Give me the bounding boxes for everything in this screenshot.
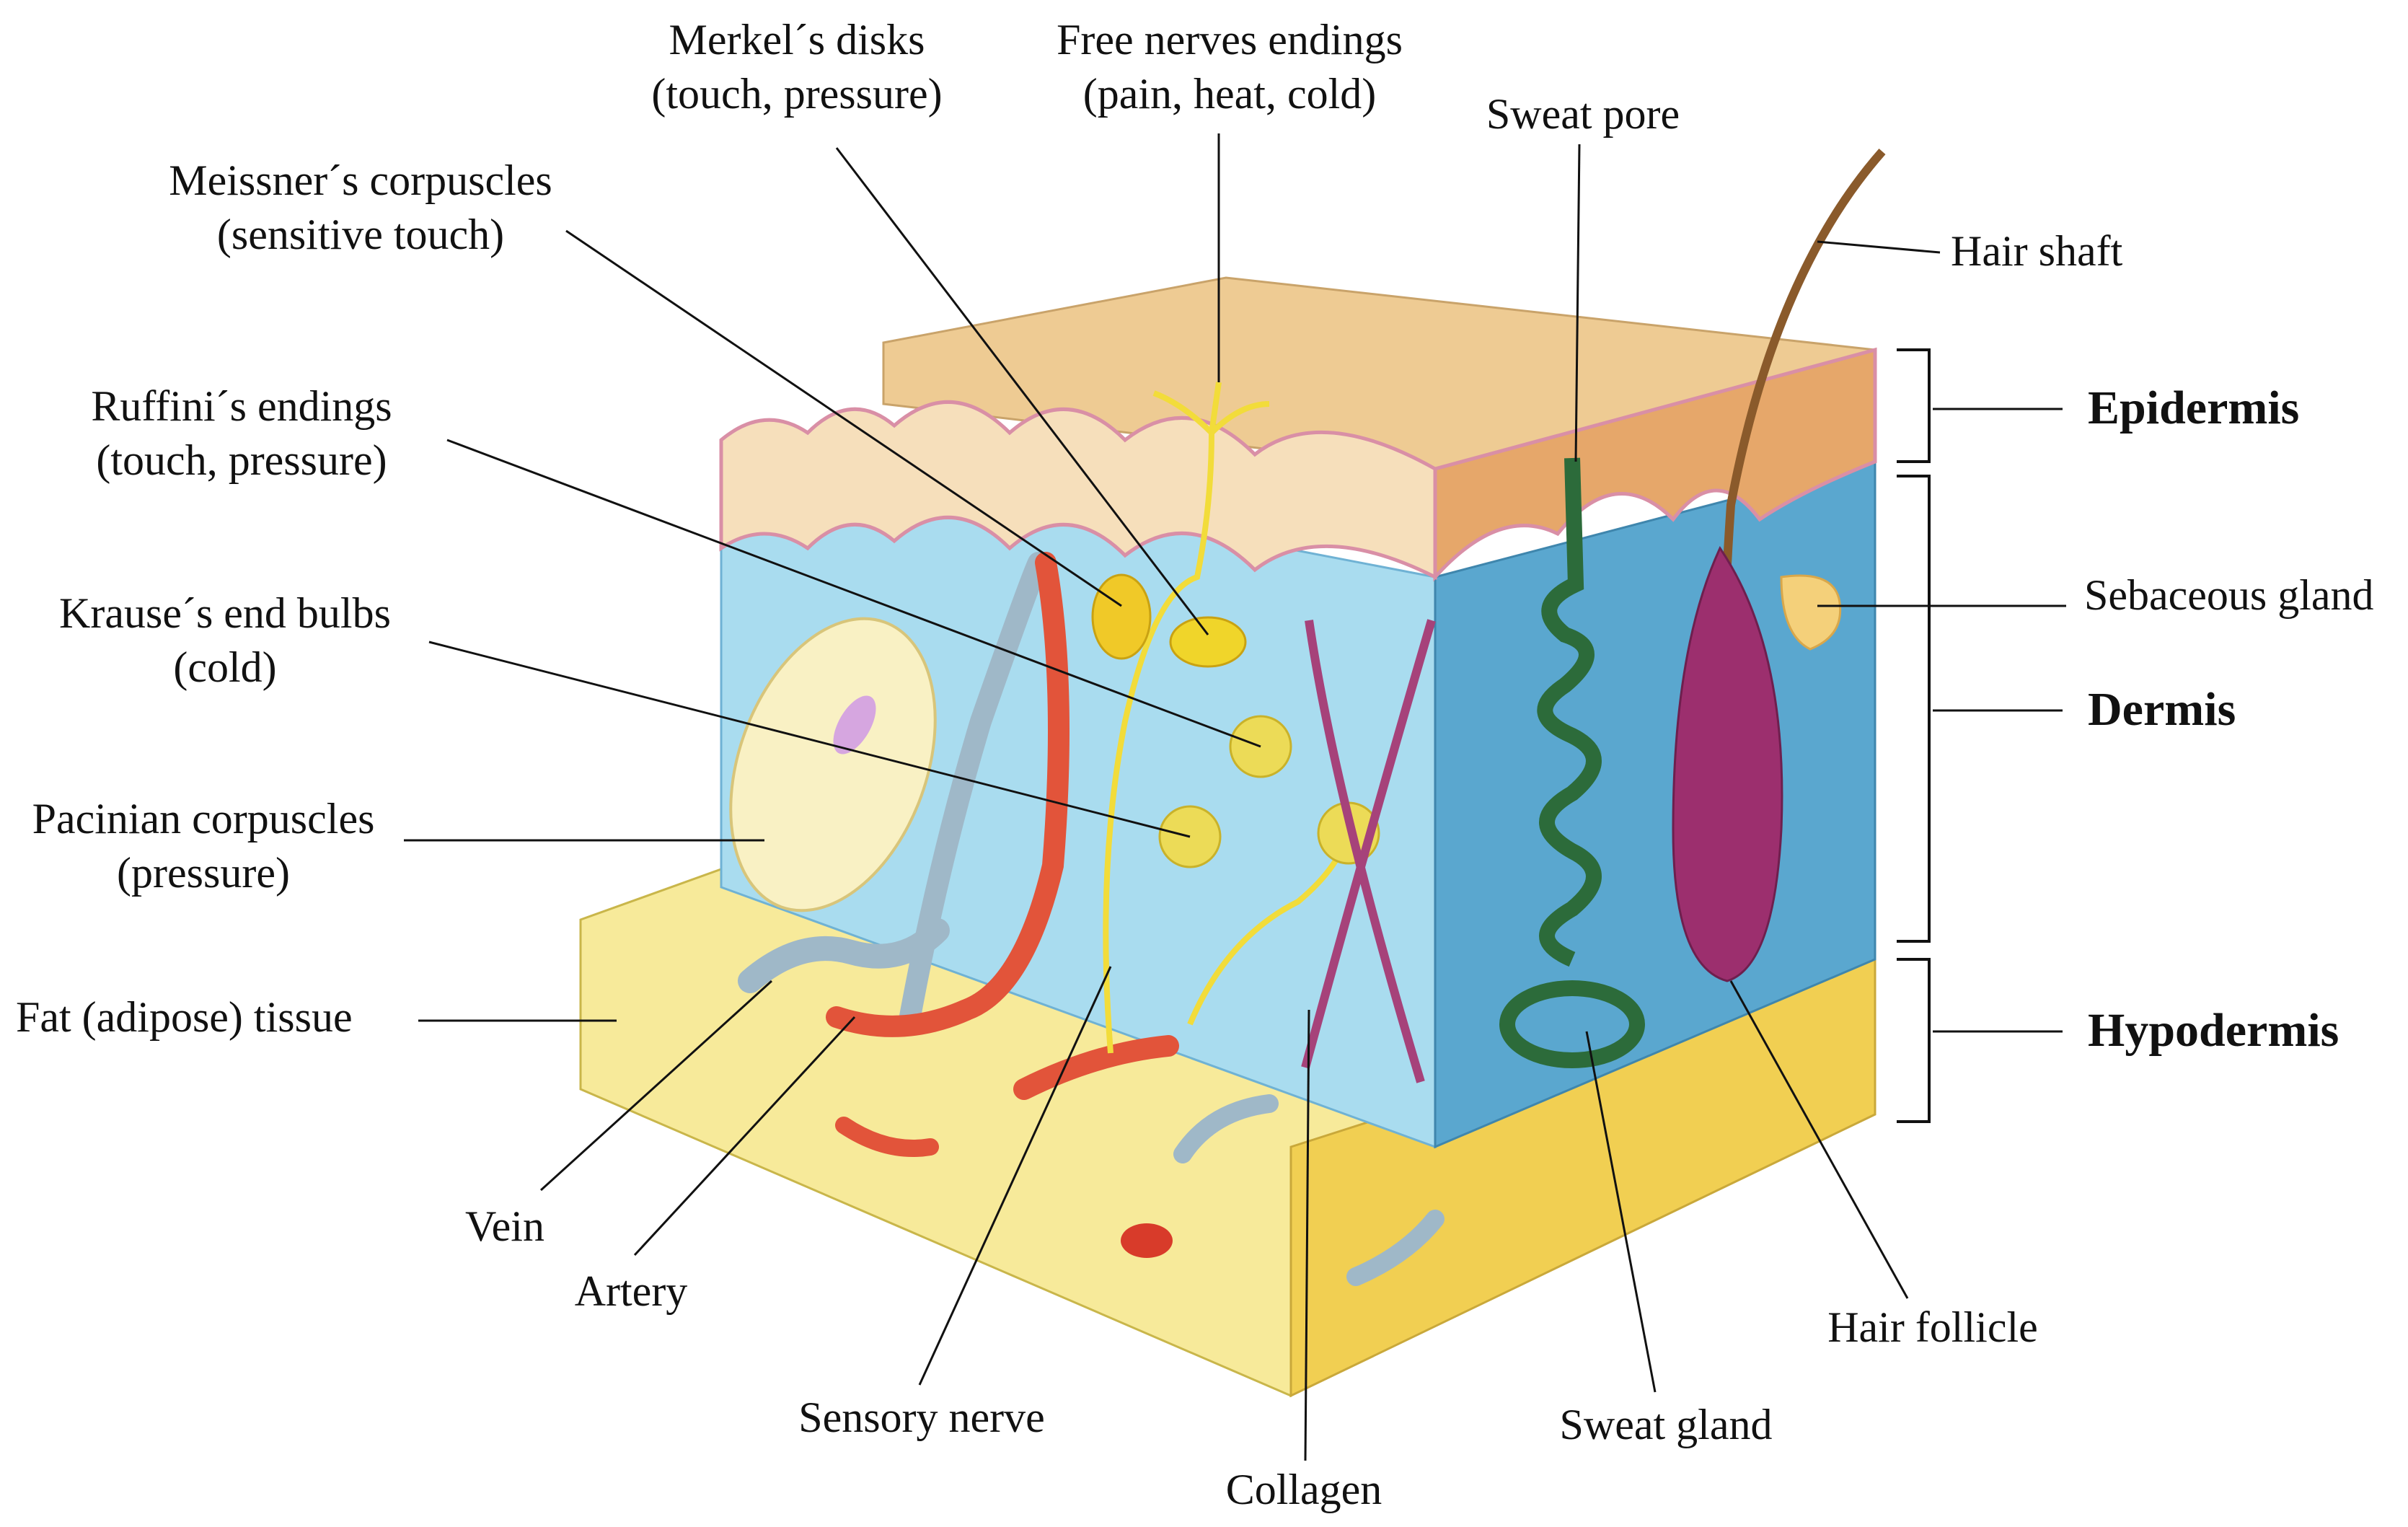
pacinian-core — [833, 695, 876, 754]
leader-sweat-gland — [1585, 1031, 1657, 1393]
diagram-labels: Merkel´s disks (touch, pressure) Free ne… — [16, 16, 2374, 1513]
leader-krause — [428, 641, 1191, 838]
label-hypodermis: Hypodermis — [2088, 1004, 2339, 1057]
artery-vessel — [826, 552, 1070, 1037]
label-pacinian-line2: (pressure) — [117, 849, 290, 897]
sweat-gland-coil — [1499, 980, 1645, 1068]
label-vein: Vein — [465, 1202, 544, 1250]
collagen-fiber — [1305, 620, 1425, 1083]
label-artery: Artery — [575, 1267, 688, 1315]
label-collagen: Collagen — [1226, 1466, 1382, 1513]
label-meissner-line1: Meissner´s corpuscles — [169, 157, 552, 204]
label-ruffini-line1: Ruffini´s endings — [91, 382, 392, 430]
label-fat-tissue: Fat (adipose) tissue — [16, 993, 353, 1041]
merkel-disk — [1169, 616, 1247, 668]
bracket-hypodermis — [1897, 958, 1931, 1123]
label-epidermis: Epidermis — [2088, 382, 2299, 434]
label-pacinian-line1: Pacinian corpuscles — [32, 795, 375, 842]
bracket-dermis — [1897, 475, 1931, 943]
free-nerve-ending — [1152, 382, 1270, 435]
leader-hair-shaft — [1817, 240, 1941, 254]
meissner-corpuscle — [1091, 573, 1152, 660]
layer-brackets — [1897, 348, 2063, 1123]
leader-sensory-nerve — [918, 966, 1112, 1386]
leader-collagen — [1304, 1009, 1310, 1461]
leader-meissner — [565, 229, 1122, 607]
skin-block-illustration — [579, 149, 1886, 1398]
label-merkel-line1: Merkel´s disks — [669, 16, 925, 63]
leader-artery — [633, 1016, 856, 1257]
epidermis-side-band — [1433, 347, 1877, 582]
label-sebaceous-gland: Sebaceous gland — [2084, 571, 2374, 619]
label-krause-line1: Krause´s end bulbs — [59, 589, 391, 637]
bracket-epidermis — [1897, 348, 1931, 463]
artery-section — [1121, 1223, 1173, 1258]
sensory-nerve-fiber — [1103, 432, 1214, 1054]
leader-hair-follicle — [1729, 980, 1909, 1299]
leader-lines — [404, 133, 2066, 1461]
pacinian-corpuscle — [729, 617, 937, 912]
label-hair-shaft: Hair shaft — [1951, 227, 2123, 275]
leader-vein — [539, 980, 773, 1192]
hair-follicle — [1672, 545, 1783, 982]
sebaceous-gland — [1780, 574, 1842, 651]
label-sensory-nerve: Sensory nerve — [798, 1394, 1045, 1441]
sweat-duct — [1537, 457, 1602, 967]
leader-sweat-pore — [1574, 144, 1581, 462]
label-dermis: Dermis — [2088, 683, 2236, 736]
leader-merkel — [835, 147, 1209, 635]
label-krause-line2: (cold) — [173, 643, 276, 691]
label-free-nerves-line2: (pain, heat, cold) — [1083, 70, 1377, 118]
label-ruffini-line2: (touch, pressure) — [96, 436, 387, 484]
label-merkel-line2: (touch, pressure) — [651, 70, 942, 118]
artery-vessel-2 — [1013, 1035, 1179, 1100]
collagen-fiber-2 — [1301, 619, 1436, 1069]
label-sweat-gland: Sweat gland — [1560, 1401, 1773, 1448]
vein-vessel-2 — [898, 552, 1049, 1035]
label-free-nerves-line1: Free nerves endings — [1057, 16, 1403, 63]
label-sweat-pore: Sweat pore — [1486, 90, 1680, 138]
vein-vessel-3 — [1173, 1094, 1279, 1163]
leader-ruffini — [446, 439, 1261, 748]
vein-vessel-4 — [1346, 1210, 1445, 1286]
label-hair-follicle: Hair follicle — [1827, 1303, 2038, 1351]
label-meissner-line2: (sensitive touch) — [217, 211, 504, 258]
artery-vessel-3 — [835, 1117, 939, 1157]
